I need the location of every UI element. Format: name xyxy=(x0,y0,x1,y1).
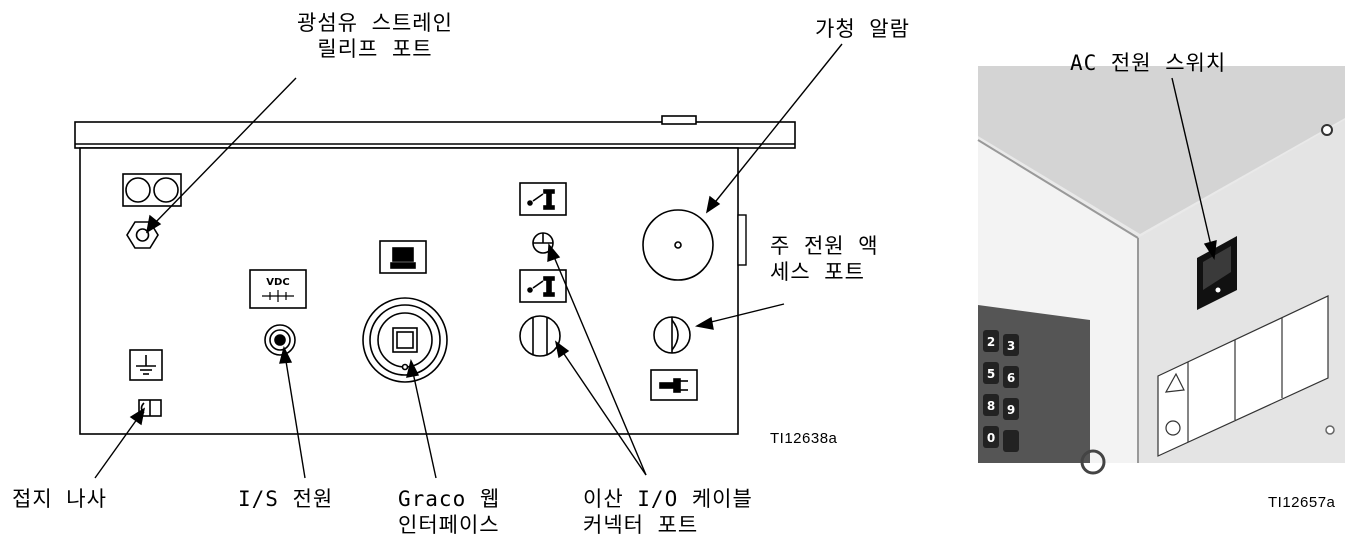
leader-lines-left xyxy=(94,43,843,479)
key-9: 9 xyxy=(1007,403,1015,417)
ac-power-switch xyxy=(1197,236,1237,310)
power-plug-symbol xyxy=(650,369,698,401)
fiber-optic-ports-symbol xyxy=(122,173,182,207)
leader-line-ac-switch xyxy=(1171,77,1217,261)
warning-label xyxy=(1157,295,1329,457)
label-fiber-strain-relief-port: 광섬유 스트레인 릴리프 포트 xyxy=(255,10,495,62)
label-ac-power-switch: AC 전원 스위치 xyxy=(1070,51,1227,75)
label-graco-line2: 인터페이스 xyxy=(398,513,500,537)
label-main-power-line2: 세스 포트 xyxy=(770,260,865,284)
figure-id-left: TI12638a xyxy=(770,430,838,447)
io-port-small xyxy=(532,232,554,254)
label-graco-web-interface: Graco 웹 인터페이스 xyxy=(398,486,500,538)
label-graco-line1: Graco 웹 xyxy=(398,487,501,511)
key-5: 5 xyxy=(987,367,995,381)
label-discrete-io-line2: 커넥터 포트 xyxy=(583,513,699,537)
label-discrete-io-port: 이산 I/O 케이블 커넥터 포트 xyxy=(583,486,753,538)
is-power-connector xyxy=(264,324,296,356)
key-8: 8 xyxy=(987,399,995,413)
label-fiber-line1: 광섬유 스트레인 xyxy=(297,11,453,35)
label-fiber-line2: 릴리프 포트 xyxy=(317,37,433,61)
label-is-power: I/S 전원 xyxy=(238,487,334,511)
vdc-label-box xyxy=(249,269,307,309)
label-ground-screw: 접지 나사 xyxy=(12,487,107,511)
main-power-access-port xyxy=(653,316,691,354)
audible-alarm xyxy=(642,209,714,281)
io-symbol-box-top xyxy=(519,182,567,216)
io-symbol-box-bottom xyxy=(519,269,567,303)
figure-id-right: TI12657a xyxy=(1268,494,1336,511)
ethernet-connector xyxy=(362,297,448,383)
computer-icon xyxy=(379,240,427,274)
ground-symbol xyxy=(129,349,163,381)
io-port-large xyxy=(519,315,561,357)
keypad xyxy=(983,330,1019,452)
side-hinge xyxy=(737,214,747,266)
label-main-power-access-port: 주 전원 액 세스 포트 xyxy=(770,233,879,285)
key-6: 6 xyxy=(1007,371,1015,385)
label-audible-alarm: 가청 알람 xyxy=(815,17,910,41)
label-discrete-io-line1: 이산 I/O 케이블 xyxy=(583,487,753,511)
key-2: 2 xyxy=(987,335,995,349)
enclosure-lid xyxy=(74,115,796,149)
ground-screw xyxy=(138,399,162,417)
label-main-power-line1: 주 전원 액 xyxy=(770,234,879,258)
enclosure-front-panel xyxy=(79,147,739,435)
key-3: 3 xyxy=(1007,339,1015,353)
dc-symbol xyxy=(262,290,294,302)
keypad-digits: 2 3 5 6 8 9 0 xyxy=(987,335,1015,445)
key-0: 0 xyxy=(987,431,995,445)
vdc-text: VDC xyxy=(266,277,289,288)
